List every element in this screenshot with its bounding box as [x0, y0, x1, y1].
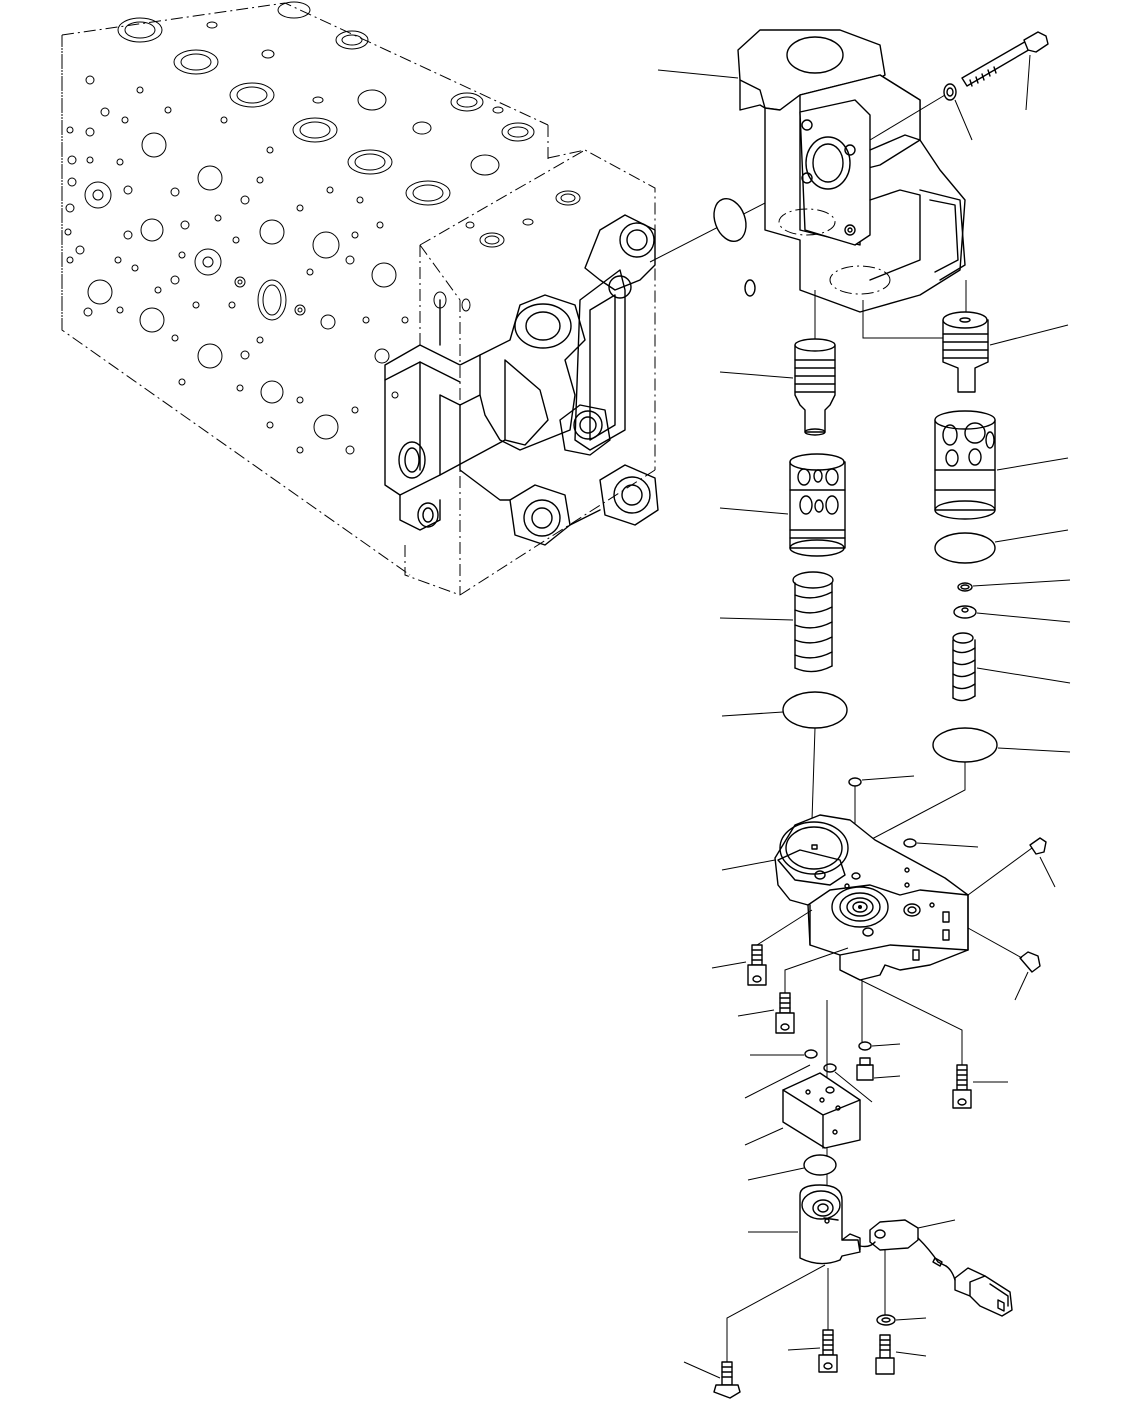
o-ring-small-3	[858, 1041, 872, 1051]
control-valve-block	[61, 1, 659, 596]
plug-small	[856, 1057, 901, 1081]
sleeve-right	[934, 410, 1069, 520]
o-ring-small-1	[848, 777, 862, 787]
spring-right	[952, 632, 1071, 702]
socket-bolt-2	[737, 947, 849, 1034]
side-face-ports	[64, 75, 409, 455]
plug-right-lower	[967, 927, 1041, 1001]
cover-block	[721, 814, 969, 981]
valve-housing	[657, 29, 966, 313]
seal-right	[934, 529, 1069, 564]
seal-left	[721, 691, 848, 821]
o-ring-small-4	[804, 1049, 818, 1059]
spool-right	[942, 311, 1069, 393]
spring-left	[719, 571, 834, 673]
top-face-ports	[117, 1, 581, 248]
washer-bottom	[876, 1314, 927, 1326]
long-bolt	[961, 31, 1049, 111]
o-ring-small-5	[823, 1063, 837, 1073]
mounting-bolt-1	[683, 1264, 826, 1399]
adapter-block	[744, 1072, 861, 1149]
o-ring-large	[713, 197, 756, 297]
socket-bolt-3	[839, 969, 1008, 1109]
mounting-bolt-3	[875, 1334, 927, 1375]
mounting-bolt-2	[787, 1268, 838, 1373]
sleeve-left	[719, 453, 846, 557]
small-o-ring	[957, 579, 1071, 592]
socket-bolt-1	[711, 909, 813, 986]
o-ring-small-2	[903, 838, 917, 848]
spool-left	[719, 338, 836, 436]
washer-top	[869, 83, 973, 141]
solenoid-valve	[748, 1184, 861, 1265]
valve-section-castings	[384, 214, 659, 546]
connector	[859, 1219, 1013, 1317]
retainer	[953, 605, 1071, 623]
seal-right-lower	[869, 727, 1071, 841]
plug-right-upper	[967, 837, 1056, 896]
o-ring-mid	[747, 1154, 837, 1181]
